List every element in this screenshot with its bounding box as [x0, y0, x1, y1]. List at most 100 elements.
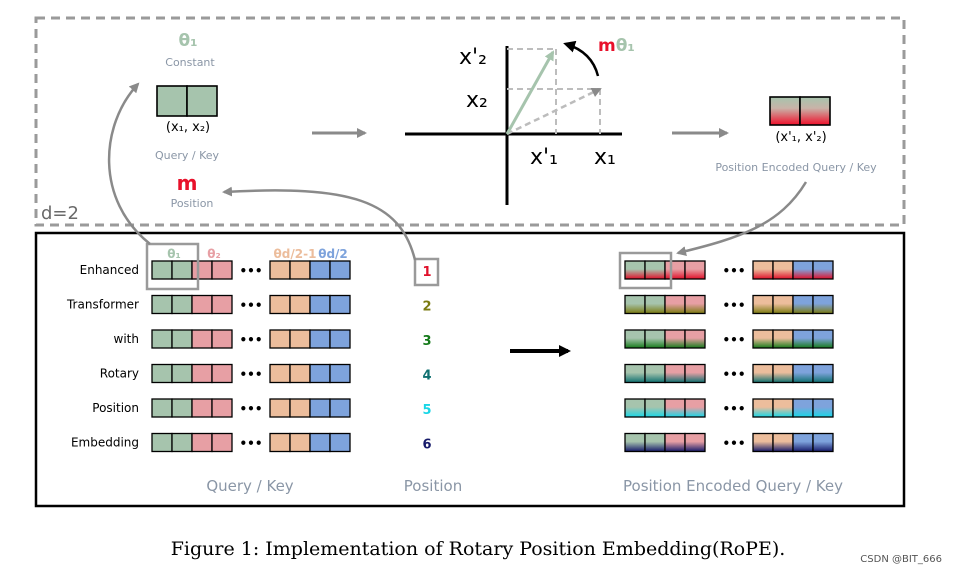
encoded-cell	[624, 329, 646, 349]
embedding-cell	[171, 329, 193, 349]
embedding-cell	[329, 432, 351, 453]
encoded-cell	[752, 432, 774, 453]
axis-label-x2: x₂	[466, 88, 488, 113]
embedding-cell	[191, 432, 213, 453]
token-label: Enhanced	[80, 263, 139, 277]
encoded-cell	[772, 294, 794, 315]
ellipsis: •••	[722, 299, 745, 313]
rotation-arc-arrow	[563, 40, 600, 77]
token-label: Position	[92, 401, 139, 415]
ellipsis: •••	[239, 437, 262, 451]
embedding-cell	[151, 398, 173, 418]
embedding-cell	[329, 294, 351, 315]
embedding-cell	[171, 398, 193, 418]
position-index: 1	[422, 265, 431, 280]
encoded-cell	[752, 329, 774, 349]
arrow-encoded-to-matrix	[676, 181, 808, 256]
embedding-cell	[191, 398, 213, 418]
top-position-label: Position	[171, 197, 214, 210]
axis-label-x1: x₁	[594, 145, 616, 170]
encoded-cell	[624, 432, 646, 453]
embedding-cell	[269, 363, 291, 384]
theta1-constant-symbol: θ₁	[178, 31, 197, 51]
embedding-cell	[289, 432, 311, 453]
encoded-cell	[752, 294, 774, 315]
encoded-cell	[812, 432, 834, 453]
encoded-cell	[664, 432, 686, 453]
embedding-cell	[329, 329, 351, 349]
embedding-cell	[171, 363, 193, 384]
ellipsis: •••	[239, 333, 262, 347]
encoded-cell	[792, 432, 814, 453]
embedding-cell	[289, 329, 311, 349]
bottom-encoded-caption: Position Encoded Query / Key	[623, 477, 843, 495]
encoded-cell	[684, 432, 706, 453]
ellipsis: •••	[239, 368, 262, 382]
encoded-cell	[812, 294, 834, 315]
query-key-matrix: Enhanced•••Transformer•••with•••Rotary••…	[66, 260, 351, 453]
top-query-key-label: Query / Key	[155, 149, 220, 162]
encoded-cell	[772, 432, 794, 453]
encoded-cell	[684, 363, 706, 384]
embedding-cell	[309, 398, 331, 418]
encoded-cell	[772, 398, 794, 418]
encoded-cell	[752, 398, 774, 418]
encoded-pair-label: (x'₁, x'₂)	[775, 130, 826, 145]
embedding-cell	[211, 398, 233, 418]
figure-caption: Figure 1: Implementation of Rotary Posit…	[171, 538, 786, 560]
embedding-cell	[309, 260, 331, 280]
embedding-cell	[211, 260, 233, 280]
encoded-cell	[664, 294, 686, 315]
input-pair-vector	[156, 85, 218, 117]
projection-guides	[507, 48, 601, 134]
constant-label: Constant	[165, 56, 215, 69]
ellipsis: •••	[722, 368, 745, 382]
position-index: 4	[422, 369, 431, 384]
embedding-cell	[269, 432, 291, 453]
embedding-cell	[151, 260, 173, 280]
embedding-cell	[289, 260, 311, 280]
embedding-cell	[211, 432, 233, 453]
embedding-cell	[151, 363, 173, 384]
encoded-cell	[812, 398, 834, 418]
ellipsis: •••	[239, 264, 262, 278]
axis-label-x2-prime: x'₂	[459, 45, 487, 70]
position1-highlight-box	[413, 257, 440, 287]
top-panel-border	[34, 16, 906, 227]
embedding-cell	[151, 329, 173, 349]
position-index: 2	[422, 300, 431, 315]
theta-header-label: θd/2-1	[274, 247, 317, 261]
embedding-cell	[269, 398, 291, 418]
encoded-cell	[792, 329, 814, 349]
ellipsis: •••	[239, 299, 262, 313]
encoded-pair-vector	[769, 96, 831, 126]
encoded-cell	[752, 363, 774, 384]
encoded-cell	[812, 260, 834, 280]
axis-label-x1-prime: x'₁	[530, 145, 558, 170]
embedding-cell	[309, 294, 331, 315]
embedding-cell	[191, 260, 213, 280]
embedding-cell	[211, 363, 233, 384]
ellipsis: •••	[722, 333, 745, 347]
token-label: Embedding	[71, 436, 139, 450]
embedding-cell	[151, 294, 173, 315]
embedding-cell	[211, 294, 233, 315]
encoded-cell	[792, 294, 814, 315]
encoded-cell	[664, 363, 686, 384]
position-index: 3	[422, 334, 431, 349]
arrow-position-to-m	[222, 186, 417, 261]
embedding-cell	[329, 260, 351, 280]
embedding-cell	[191, 329, 213, 349]
ellipsis: •••	[722, 437, 745, 451]
encoded-cell	[752, 260, 774, 280]
encoded-highlight-box	[618, 251, 673, 290]
theta1-highlight-box	[145, 242, 200, 291]
encoded-cell	[664, 260, 686, 280]
embedding-cell	[289, 294, 311, 315]
embedding-cell	[329, 363, 351, 384]
encoded-cell	[644, 363, 666, 384]
theta-header-label: θd/2	[318, 247, 348, 261]
encoded-cell	[772, 260, 794, 280]
